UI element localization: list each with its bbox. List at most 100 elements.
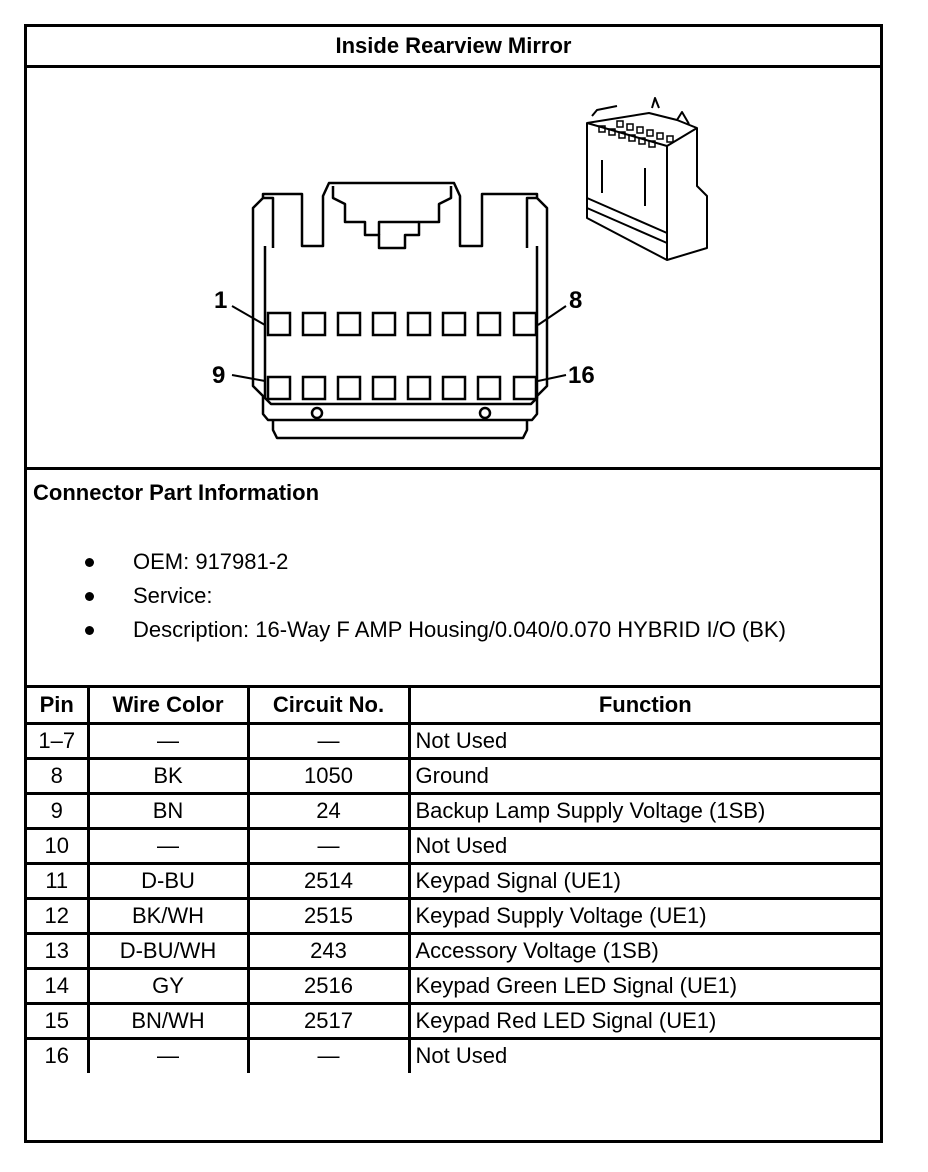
cell-function: Not Used: [407, 1036, 880, 1073]
callout-line-9: [231, 374, 266, 382]
pin-row-top: [266, 311, 538, 337]
cell-circuit-no: 1050: [246, 756, 411, 795]
pin-cavity-2: [301, 311, 327, 337]
part-info-list: OEM: 917981-2 Service: Description: 16-W…: [27, 545, 786, 647]
part-info-item-service: Service:: [27, 579, 786, 613]
bottom-screw-left: [310, 406, 324, 420]
pin-cavity-7: [476, 311, 502, 337]
col-header-function: Function: [407, 688, 880, 725]
bottom-lip: [271, 420, 529, 440]
pin-cavity-10: [301, 375, 327, 401]
cell-wire-color: —: [86, 1036, 250, 1073]
callout-line-8: [537, 305, 567, 326]
callout-line-1: [231, 305, 266, 326]
part-info-heading: Connector Part Information: [33, 480, 320, 505]
pin-cavity-13: [406, 375, 432, 401]
cell-wire-color: —: [86, 826, 250, 865]
cell-circuit-no: 2516: [246, 966, 411, 1005]
pin-row-bottom: [266, 375, 538, 401]
connector-drawing: 1 8 9 16: [27, 68, 880, 470]
cell-wire-color: D-BU: [86, 861, 250, 900]
col-header-circuit-no: Circuit No.: [246, 688, 411, 725]
pin-cavity-8: [512, 311, 538, 337]
cell-wire-color: —: [86, 721, 250, 760]
cell-function: Backup Lamp Supply Voltage (1SB): [407, 791, 880, 830]
pin-cavity-15: [476, 375, 502, 401]
cell-pin: 14: [27, 966, 90, 1005]
pin-cavity-3: [336, 311, 362, 337]
col-header-wire-color: Wire Color: [86, 688, 250, 725]
pin-cavity-5: [406, 311, 432, 337]
page-title: Inside Rearview Mirror: [27, 27, 880, 68]
bullet-icon: [85, 626, 94, 635]
cell-circuit-no: 24: [246, 791, 411, 830]
cell-pin: 12: [27, 896, 90, 935]
bottom-screw-right: [478, 406, 492, 420]
connector-housing-outline: [251, 181, 549, 422]
cell-function: Accessory Voltage (1SB): [407, 931, 880, 970]
cell-pin: 16: [27, 1036, 90, 1073]
cell-pin: 1–7: [27, 721, 90, 760]
cell-function: Not Used: [407, 721, 880, 760]
cell-wire-color: BN: [86, 791, 250, 830]
cell-pin: 15: [27, 1001, 90, 1040]
cell-wire-color: D-BU/WH: [86, 931, 250, 970]
bullet-icon: [85, 592, 94, 601]
table-row: 10——Not Used: [27, 826, 880, 865]
pin-cavity-6: [441, 311, 467, 337]
pin-label-16: 16: [568, 362, 595, 389]
cell-function: Keypad Signal (UE1): [407, 861, 880, 900]
table-header-row: Pin Wire Color Circuit No. Function: [27, 688, 880, 725]
cell-function: Keypad Green LED Signal (UE1): [407, 966, 880, 1005]
cell-circuit-no: 2515: [246, 896, 411, 935]
isometric-cavities: [598, 120, 674, 148]
latch-inner: [377, 220, 419, 235]
pin-cavity-1: [266, 311, 292, 337]
cell-circuit-no: 243: [246, 931, 411, 970]
cell-wire-color: BN/WH: [86, 1001, 250, 1040]
cell-function: Keypad Red LED Signal (UE1): [407, 1001, 880, 1040]
cell-circuit-no: —: [246, 826, 411, 865]
latch-outer: [331, 186, 453, 250]
cell-circuit-no: 2514: [246, 861, 411, 900]
pin-cavity-14: [441, 375, 467, 401]
callout-line-16: [537, 374, 567, 382]
cell-wire-color: BK/WH: [86, 896, 250, 935]
pin-cavity-11: [336, 375, 362, 401]
cell-pin: 9: [27, 791, 90, 830]
pin-table: Pin Wire Color Circuit No. Function 1–7—…: [27, 688, 880, 1073]
cell-function: Ground: [407, 756, 880, 795]
pin-label-1: 1: [214, 287, 227, 314]
part-info-item-description: Description: 16-Way F AMP Housing/0.040/…: [27, 613, 786, 647]
connector-sheet: Inside Rearview Mirror: [24, 24, 883, 1143]
pin-label-9: 9: [212, 362, 225, 389]
col-header-pin: Pin: [27, 688, 90, 725]
pin-cavity-16: [512, 375, 538, 401]
cell-function: Keypad Supply Voltage (UE1): [407, 896, 880, 935]
connector-part-information: Connector Part Information OEM: 917981-2…: [27, 470, 880, 688]
part-info-item-oem: OEM: 917981-2: [27, 545, 786, 579]
table-row: 1–7——Not Used: [27, 721, 880, 760]
pin-cavity-12: [371, 375, 397, 401]
connector-face-diagram: 1 8 9 16: [212, 97, 708, 440]
cell-wire-color: GY: [86, 966, 250, 1005]
cell-function: Not Used: [407, 826, 880, 865]
pin-label-8: 8: [569, 287, 582, 314]
cell-circuit-no: 2517: [246, 1001, 411, 1040]
pin-cavity-9: [266, 375, 292, 401]
cell-circuit-no: —: [246, 721, 411, 760]
connector-housing-inner: [263, 246, 539, 406]
cell-pin: 11: [27, 861, 90, 900]
cell-pin: 8: [27, 756, 90, 795]
pin-cavity-4: [371, 311, 397, 337]
cell-wire-color: BK: [86, 756, 250, 795]
cell-pin: 13: [27, 931, 90, 970]
connector-isometric-view: [586, 97, 708, 261]
